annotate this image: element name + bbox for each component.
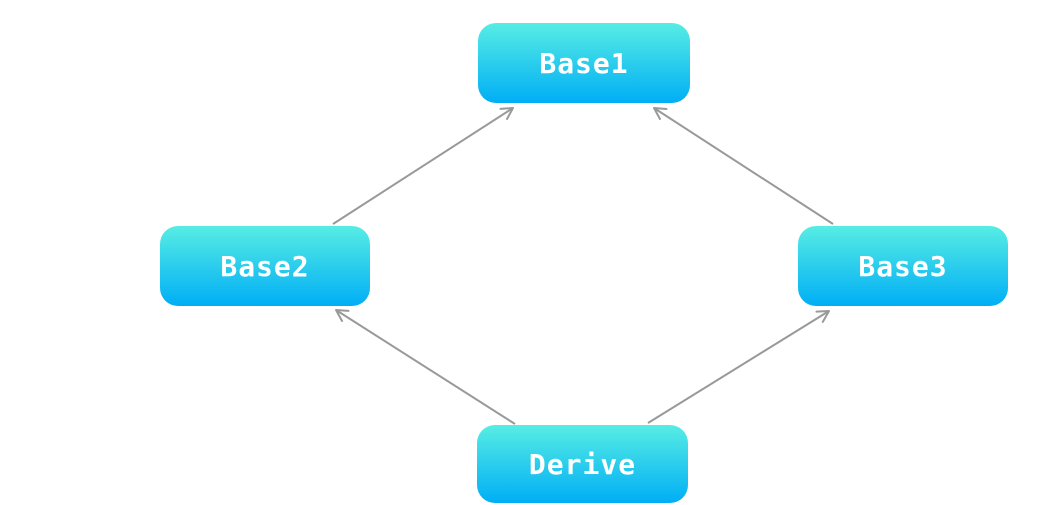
node-base2: Base2 — [160, 226, 370, 306]
edge-derive-to-base2 — [335, 309, 516, 425]
edge-base2-to-base1 — [332, 107, 514, 225]
edge-base3-to-base1 — [653, 107, 834, 225]
node-base3: Base3 — [798, 226, 1008, 306]
edge-derive-to-base3 — [647, 310, 830, 424]
node-derive: Derive — [477, 425, 688, 503]
node-base1: Base1 — [478, 23, 690, 103]
